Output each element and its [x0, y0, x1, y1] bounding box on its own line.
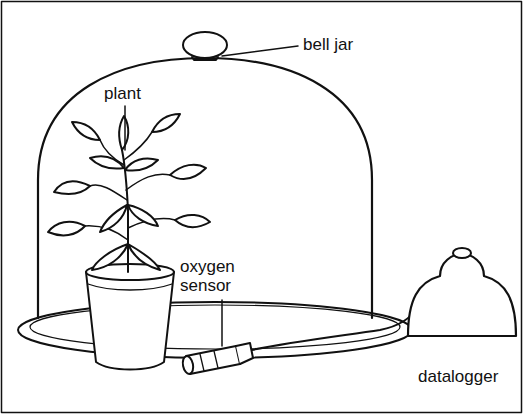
plate-rim [30, 305, 400, 349]
leaf [90, 156, 124, 168]
leader-line [221, 300, 223, 346]
part-label: datalogger [418, 367, 518, 386]
sensor-bands [200, 351, 218, 371]
leaf [48, 222, 85, 236]
leaf [92, 244, 128, 270]
leaf [119, 116, 128, 150]
sensor-cable [252, 308, 418, 350]
oxygen-sensor [186, 346, 240, 374]
sensor-tip [181, 355, 194, 375]
sensor-cap [236, 343, 253, 364]
knob-neck [192, 57, 218, 60]
leaf [54, 181, 90, 194]
leaf [128, 205, 158, 226]
part-label: bell jar [303, 35, 423, 54]
leaf [100, 205, 127, 232]
pot-band [88, 284, 172, 290]
leaf [72, 122, 100, 140]
part-label: plant [104, 84, 184, 103]
leaf-stalks [85, 132, 175, 240]
part-label: oxygen sensor [180, 257, 250, 295]
plant-pot [86, 272, 174, 370]
leaf [175, 215, 210, 227]
datalogger-button [453, 248, 471, 258]
leaf [170, 165, 206, 179]
leaf [128, 244, 160, 270]
leaf [152, 114, 180, 132]
datalogger [408, 254, 516, 336]
leader-line [222, 46, 298, 56]
leaf [125, 158, 158, 170]
jar-knob [183, 32, 227, 58]
leader-line [124, 106, 126, 150]
